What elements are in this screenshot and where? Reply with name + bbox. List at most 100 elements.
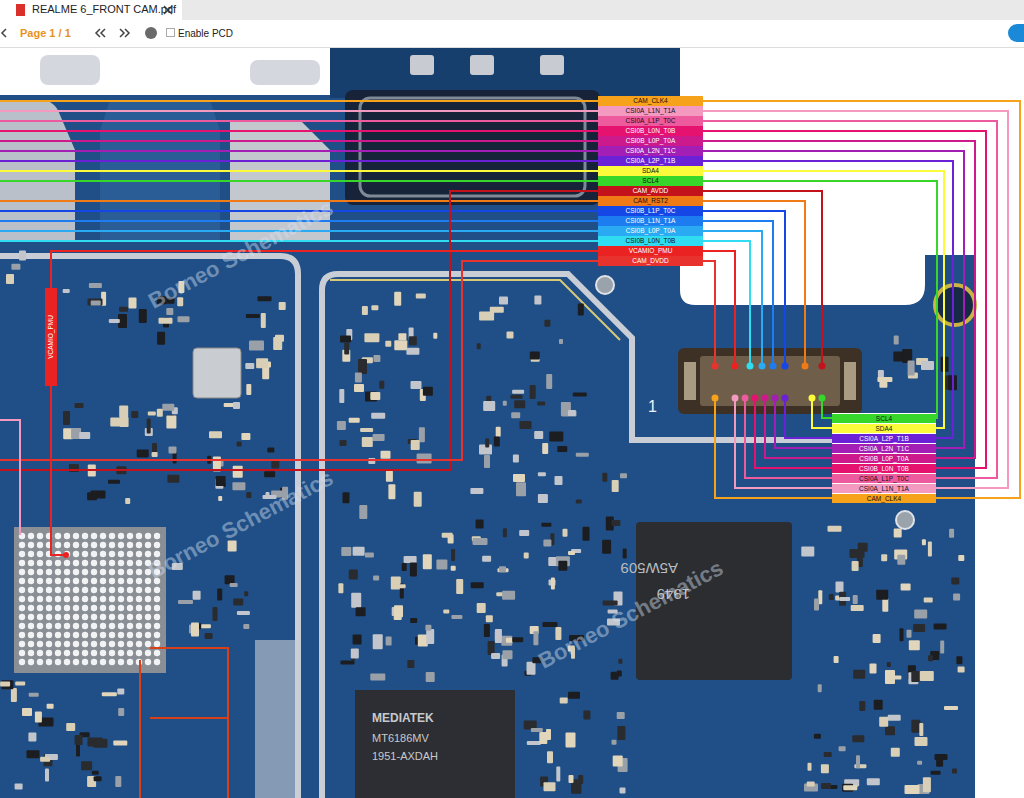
smd-part <box>620 473 627 478</box>
bga-ball <box>64 650 70 656</box>
signal-label-band: CSI0B_L0N_T0B <box>832 463 936 473</box>
smd-part <box>479 312 494 321</box>
smd-part <box>801 547 814 557</box>
smd-part <box>178 600 193 604</box>
file-name: REALME 6_FRONT CAM.pdf <box>32 3 176 16</box>
smd-part <box>914 609 927 618</box>
wires-left <box>0 101 598 798</box>
smd-part <box>256 358 268 368</box>
bga-ball <box>109 614 115 620</box>
smd-part <box>344 342 349 354</box>
bottom-pins <box>712 395 826 402</box>
smd-part <box>338 583 343 593</box>
bga-ball <box>55 569 61 575</box>
smd-part <box>225 575 235 584</box>
signal-label-band: SDA4 <box>598 166 703 176</box>
smd-part <box>524 553 529 559</box>
bga-ball <box>37 578 43 584</box>
signal-name: CSI0B_L0P_T0A <box>598 136 703 146</box>
smd-part <box>354 384 364 392</box>
signal-label-band: CSI0B_L0P_T0A <box>598 226 703 236</box>
smd-part <box>456 579 463 594</box>
wire <box>0 110 598 112</box>
smd-part <box>137 450 149 458</box>
smd-part <box>516 482 526 496</box>
smd-part <box>243 624 249 629</box>
wire <box>140 648 228 798</box>
pcd-dot <box>145 27 157 39</box>
smd-part <box>569 775 574 783</box>
bga-ball <box>127 650 133 656</box>
smd-part <box>546 374 552 389</box>
bga-ball <box>73 650 79 656</box>
bga-ball <box>73 560 79 566</box>
smd-part <box>870 664 877 674</box>
bga-ball <box>64 551 70 557</box>
bga-ball <box>28 560 34 566</box>
smd-part <box>557 446 567 452</box>
smd-part <box>909 640 920 650</box>
smd-part <box>512 390 524 394</box>
smd-part <box>45 768 49 781</box>
smd-part <box>911 720 920 733</box>
signal-label-band: CSI0B_L0N_T0B <box>598 126 703 136</box>
smd-part <box>839 746 846 751</box>
smd-part <box>349 418 360 423</box>
bga-ball <box>19 659 25 665</box>
pin-dot <box>712 395 719 402</box>
pin-dot <box>770 363 777 370</box>
wires-bottom-pins <box>715 400 832 498</box>
smd-part <box>119 405 128 417</box>
bga-ball <box>127 605 133 611</box>
wire <box>697 201 805 364</box>
smd-part <box>359 505 367 519</box>
signal-label-band: CSI0A_L1P_T0C <box>598 116 703 126</box>
smd-part <box>443 610 449 614</box>
smd-part <box>814 598 819 610</box>
bga-ball <box>127 632 133 638</box>
bga-ball <box>91 614 97 620</box>
smd-part <box>576 500 582 504</box>
bga-ball <box>118 632 124 638</box>
bga-ball <box>37 659 43 665</box>
signal-name: CAM_AVDD <box>598 186 703 196</box>
smd-part <box>527 662 536 675</box>
bga-ball <box>154 632 160 638</box>
bga-ball <box>145 596 151 602</box>
smd-part <box>398 333 406 340</box>
smd-part <box>166 416 176 429</box>
wire <box>0 170 598 172</box>
smd-part <box>419 427 425 442</box>
smd-part <box>484 455 490 468</box>
smd-part <box>558 561 567 571</box>
pdf-icon <box>16 4 25 16</box>
bga-ball <box>91 578 97 584</box>
smd-part <box>562 411 577 417</box>
smd-part <box>560 698 568 704</box>
bga-ball <box>118 614 124 620</box>
smd-part <box>814 734 821 739</box>
smd-part <box>451 615 462 619</box>
smd-part <box>882 598 888 612</box>
smd-part <box>386 471 393 482</box>
bga-ball <box>28 641 34 647</box>
smd-part <box>506 638 513 643</box>
smd-part <box>538 494 548 503</box>
wire <box>697 261 715 364</box>
camera-module <box>345 90 600 205</box>
smd-part <box>88 738 103 747</box>
bga-ball <box>55 641 61 647</box>
smd-part <box>499 566 506 572</box>
bga-ball <box>73 533 79 539</box>
bga-ball <box>82 659 88 665</box>
wire <box>822 400 832 418</box>
smd-part <box>79 432 90 439</box>
smd-part <box>490 307 504 313</box>
bga-ball <box>46 650 52 656</box>
smd-part <box>543 540 551 547</box>
smd-part <box>888 715 901 721</box>
bga-ball <box>28 578 34 584</box>
smd-part <box>19 251 26 261</box>
smd-part <box>119 307 128 312</box>
